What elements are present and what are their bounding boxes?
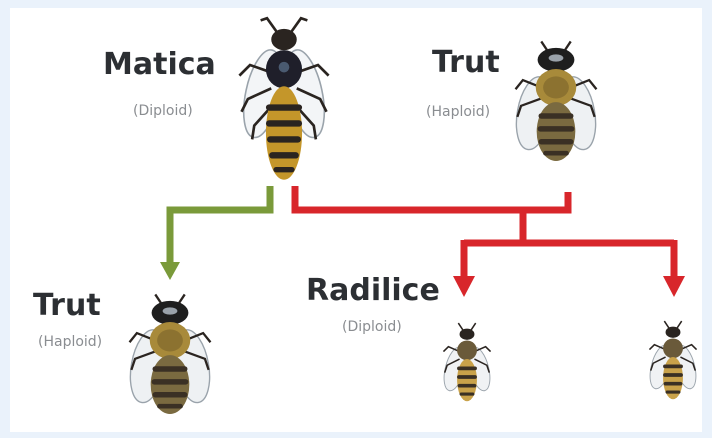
drone-bee-icon <box>511 41 601 161</box>
worker-arrows <box>295 186 685 297</box>
queen-bee-icon <box>237 18 331 180</box>
drone-bee-icon <box>125 294 215 414</box>
worker-bee-icon <box>440 323 494 401</box>
worker-bee-icon <box>646 321 700 399</box>
maternal-arrow <box>160 186 270 280</box>
